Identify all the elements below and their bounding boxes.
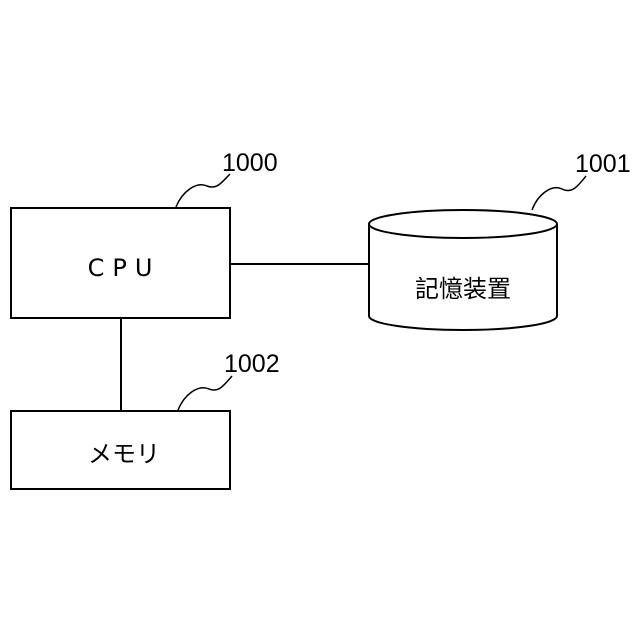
memory-ref-leader	[178, 376, 232, 410]
cpu-block: CPU 1000	[11, 149, 278, 318]
storage-device: 記憶装置 1001	[369, 150, 631, 330]
storage-ref-number: 1001	[575, 150, 631, 178]
storage-label: 記憶装置	[415, 275, 511, 303]
cpu-label: CPU	[88, 254, 161, 282]
cpu-ref-number: 1000	[222, 149, 278, 177]
memory-block: メモリ 1002	[11, 350, 280, 489]
memory-label: メモリ	[88, 440, 160, 468]
memory-ref-number: 1002	[224, 350, 280, 378]
storage-cylinder-top	[369, 210, 557, 238]
storage-ref-leader	[532, 176, 586, 210]
cpu-ref-leader	[176, 174, 230, 207]
